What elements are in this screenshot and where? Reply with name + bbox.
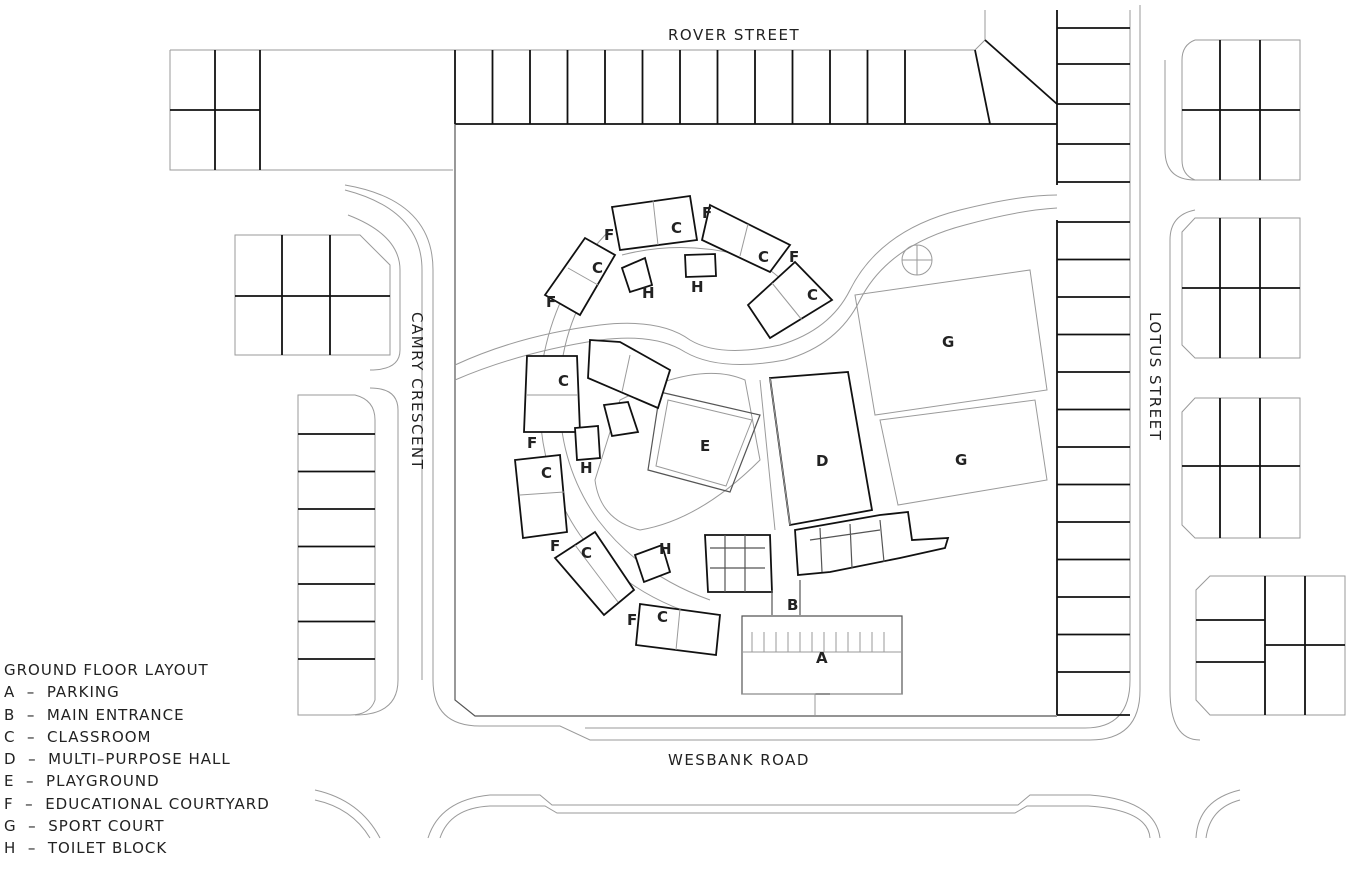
legend-item: H – TOILET BLOCK	[4, 839, 168, 858]
street-label-rover: ROVER STREET	[668, 26, 800, 44]
legend-item: B – MAIN ENTRANCE	[4, 705, 185, 724]
street-outlines	[170, 5, 1241, 839]
zone-label-h: H	[642, 284, 655, 302]
playground	[594, 372, 761, 531]
zone-label-c: C	[671, 219, 682, 237]
zone-label-c: C	[758, 248, 769, 266]
zone-label-f: F	[527, 434, 537, 452]
zone-label-c: C	[807, 286, 818, 304]
street-label-wesbank: WESBANK ROAD	[668, 751, 810, 769]
legend: GROUND FLOOR LAYOUT A – PARKING B – MAIN…	[4, 659, 270, 860]
zone-label-a: A	[816, 649, 828, 667]
street-labels: ROVER STREET WESBANK ROAD CAMRY CRESCENT…	[408, 26, 1164, 769]
zone-label-c: C	[541, 464, 552, 482]
legend-item: D – MULTI–PURPOSE HALL	[4, 750, 231, 769]
multi-purpose-hall	[759, 371, 874, 531]
legend-item: F – EDUCATIONAL COURTYARD	[4, 794, 270, 813]
parking-bays-lotus-street	[1056, 10, 1130, 716]
zone-label-c: C	[558, 372, 569, 390]
street-label-camry: CAMRY CRESCENT	[408, 312, 426, 470]
zone-label-g: G	[942, 333, 954, 351]
legend-item: C – CLASSROOM	[4, 727, 152, 746]
zone-label-h: H	[580, 459, 593, 477]
zone-label-b: B	[787, 596, 798, 614]
sport-courts	[854, 269, 1048, 506]
zone-label-f: F	[627, 611, 637, 629]
zone-label-c: C	[581, 544, 592, 562]
admin-block	[704, 511, 950, 593]
zone-label-f: F	[702, 204, 712, 222]
zone-label-f: F	[550, 537, 560, 555]
parking-bays-rover-street	[454, 39, 1058, 125]
walkways	[454, 194, 1058, 381]
zone-label-c: C	[592, 259, 603, 277]
zone-label-f: F	[789, 248, 799, 266]
legend-title: GROUND FLOOR LAYOUT	[4, 661, 209, 679]
parking-block-camry-lower	[297, 394, 376, 716]
zone-label-e: E	[700, 437, 710, 455]
zone-label-c: C	[657, 608, 668, 626]
zone-label-d: D	[816, 452, 828, 470]
parking-lot-a	[741, 615, 903, 715]
legend-item: G – SPORT COURT	[4, 817, 165, 836]
parking-blocks-far-right	[1181, 39, 1346, 716]
zone-labels: A B C C C C C C C C D E F F F F F F F G …	[527, 204, 967, 667]
legend-item: A – PARKING	[4, 683, 120, 702]
zone-label-h: H	[691, 278, 704, 296]
zone-label-f: F	[546, 293, 556, 311]
parking-block-top-left	[169, 50, 453, 171]
main-entrance	[771, 580, 801, 615]
street-label-lotus: LOTUS STREET	[1146, 312, 1164, 441]
classroom-ring	[514, 194, 834, 657]
legend-item: E – PLAYGROUND	[4, 772, 160, 791]
zone-label-h: H	[659, 540, 672, 558]
site-boundary	[454, 124, 1057, 717]
toilet-blocks	[574, 253, 717, 584]
zone-label-f: F	[604, 226, 614, 244]
zone-label-g: G	[955, 451, 967, 469]
parking-block-camry-upper	[234, 234, 391, 356]
